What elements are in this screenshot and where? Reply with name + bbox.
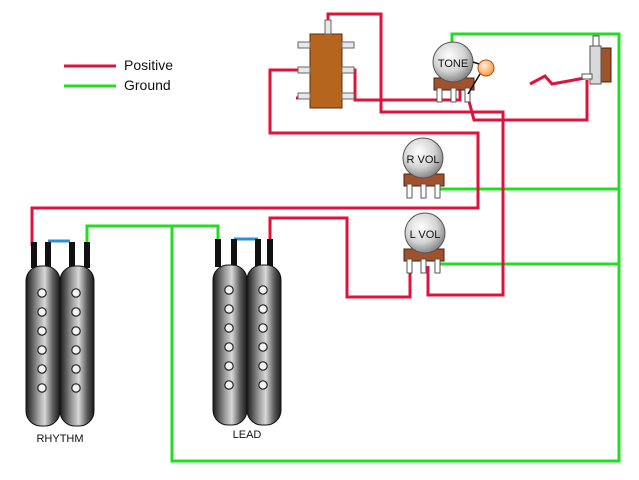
pole-piece [37,383,47,393]
switch-body [309,33,343,109]
r-vol-pot-label: R VOL [406,154,439,166]
legend: Positive Ground [64,57,173,93]
pole-piece [258,361,268,371]
pole-piece [71,307,81,317]
l-vol-pot: L VOL [403,212,446,274]
pole-piece [258,285,268,295]
positive-wire-switch-top [326,12,505,297]
pole-piece [224,342,234,352]
pickup-lead-wire [45,242,51,268]
positive-wire-lead-to-lvol [268,216,412,299]
positive-wires [30,12,589,299]
jack-lug [581,73,593,80]
positive-wire-jack-hot [529,74,586,86]
rhythm-pole-pieces [37,288,81,393]
switch-lug [341,41,355,49]
r-vol-pot-lug [406,183,413,199]
switch-lug [297,66,311,74]
tone-pot-lug [436,87,443,103]
lead-pole-pieces [224,285,268,390]
legend-ground-label: Ground [124,77,171,93]
pickup-lead-wire [31,242,37,268]
pole-piece [37,345,47,355]
r-vol-pot-lug [420,183,427,199]
tone-pot-lug [450,87,457,103]
pickup-lead-wire [215,239,221,267]
jack-body [600,47,612,83]
pickup-lead-wire [231,239,237,267]
pole-piece [37,364,47,374]
positive-wire-rhythm-to-rvol [30,68,480,246]
pole-piece [258,323,268,333]
jack-lug [592,35,600,47]
pole-piece [71,345,81,355]
r-vol-pot-lug [434,183,441,199]
capacitor-lead [467,73,481,95]
l-vol-pot-label: L VOL [410,229,441,241]
r-vol-pot: R VOL [402,137,445,199]
pole-piece [37,307,47,317]
pole-piece [224,380,234,390]
switch-lug [341,92,355,100]
selector-switch [297,19,355,109]
tone-pot: TONE [432,41,495,103]
pole-piece [258,380,268,390]
lead-pickup-label: LEAD [233,429,262,441]
rhythm-pickup-label: RHYTHM [36,433,83,445]
pole-piece [258,304,268,314]
pole-piece [224,285,234,295]
positive-wire-tone-to-jack [464,80,589,122]
pickup-lead-wire [84,242,90,268]
lead-pickup: LEAD [212,237,282,441]
legend-positive-label: Positive [124,57,173,73]
tone-pot-lug [464,87,471,103]
pole-piece [71,383,81,393]
pole-piece [37,326,47,336]
pole-piece [224,304,234,314]
l-vol-knob [404,212,446,254]
pole-piece [71,364,81,374]
l-vol-pot-lug [420,258,427,274]
rhythm-pickup: RHYTHM [25,239,95,445]
pole-piece [224,361,234,371]
ground-wire-rhythm-pickup [85,224,172,246]
switch-lug [324,19,332,35]
ground-wire-lead-pickup [172,224,220,242]
pickup-lead-wire [255,239,261,267]
pickup-lead-wire [267,239,273,267]
pole-piece [258,342,268,352]
switch-lug [297,41,311,49]
switch-lug [297,92,311,100]
l-vol-pot-lug [434,258,441,274]
tone-pot-label: TONE [438,58,468,70]
l-vol-pot-lug [406,258,413,274]
tone-capacitor [477,59,495,77]
pickup-lead-wire [69,242,75,268]
pole-piece [224,323,234,333]
pole-piece [71,326,81,336]
pole-piece [71,288,81,298]
output-jack [581,35,612,85]
switch-lug [341,66,355,74]
r-vol-knob [402,137,444,179]
pole-piece [37,288,47,298]
